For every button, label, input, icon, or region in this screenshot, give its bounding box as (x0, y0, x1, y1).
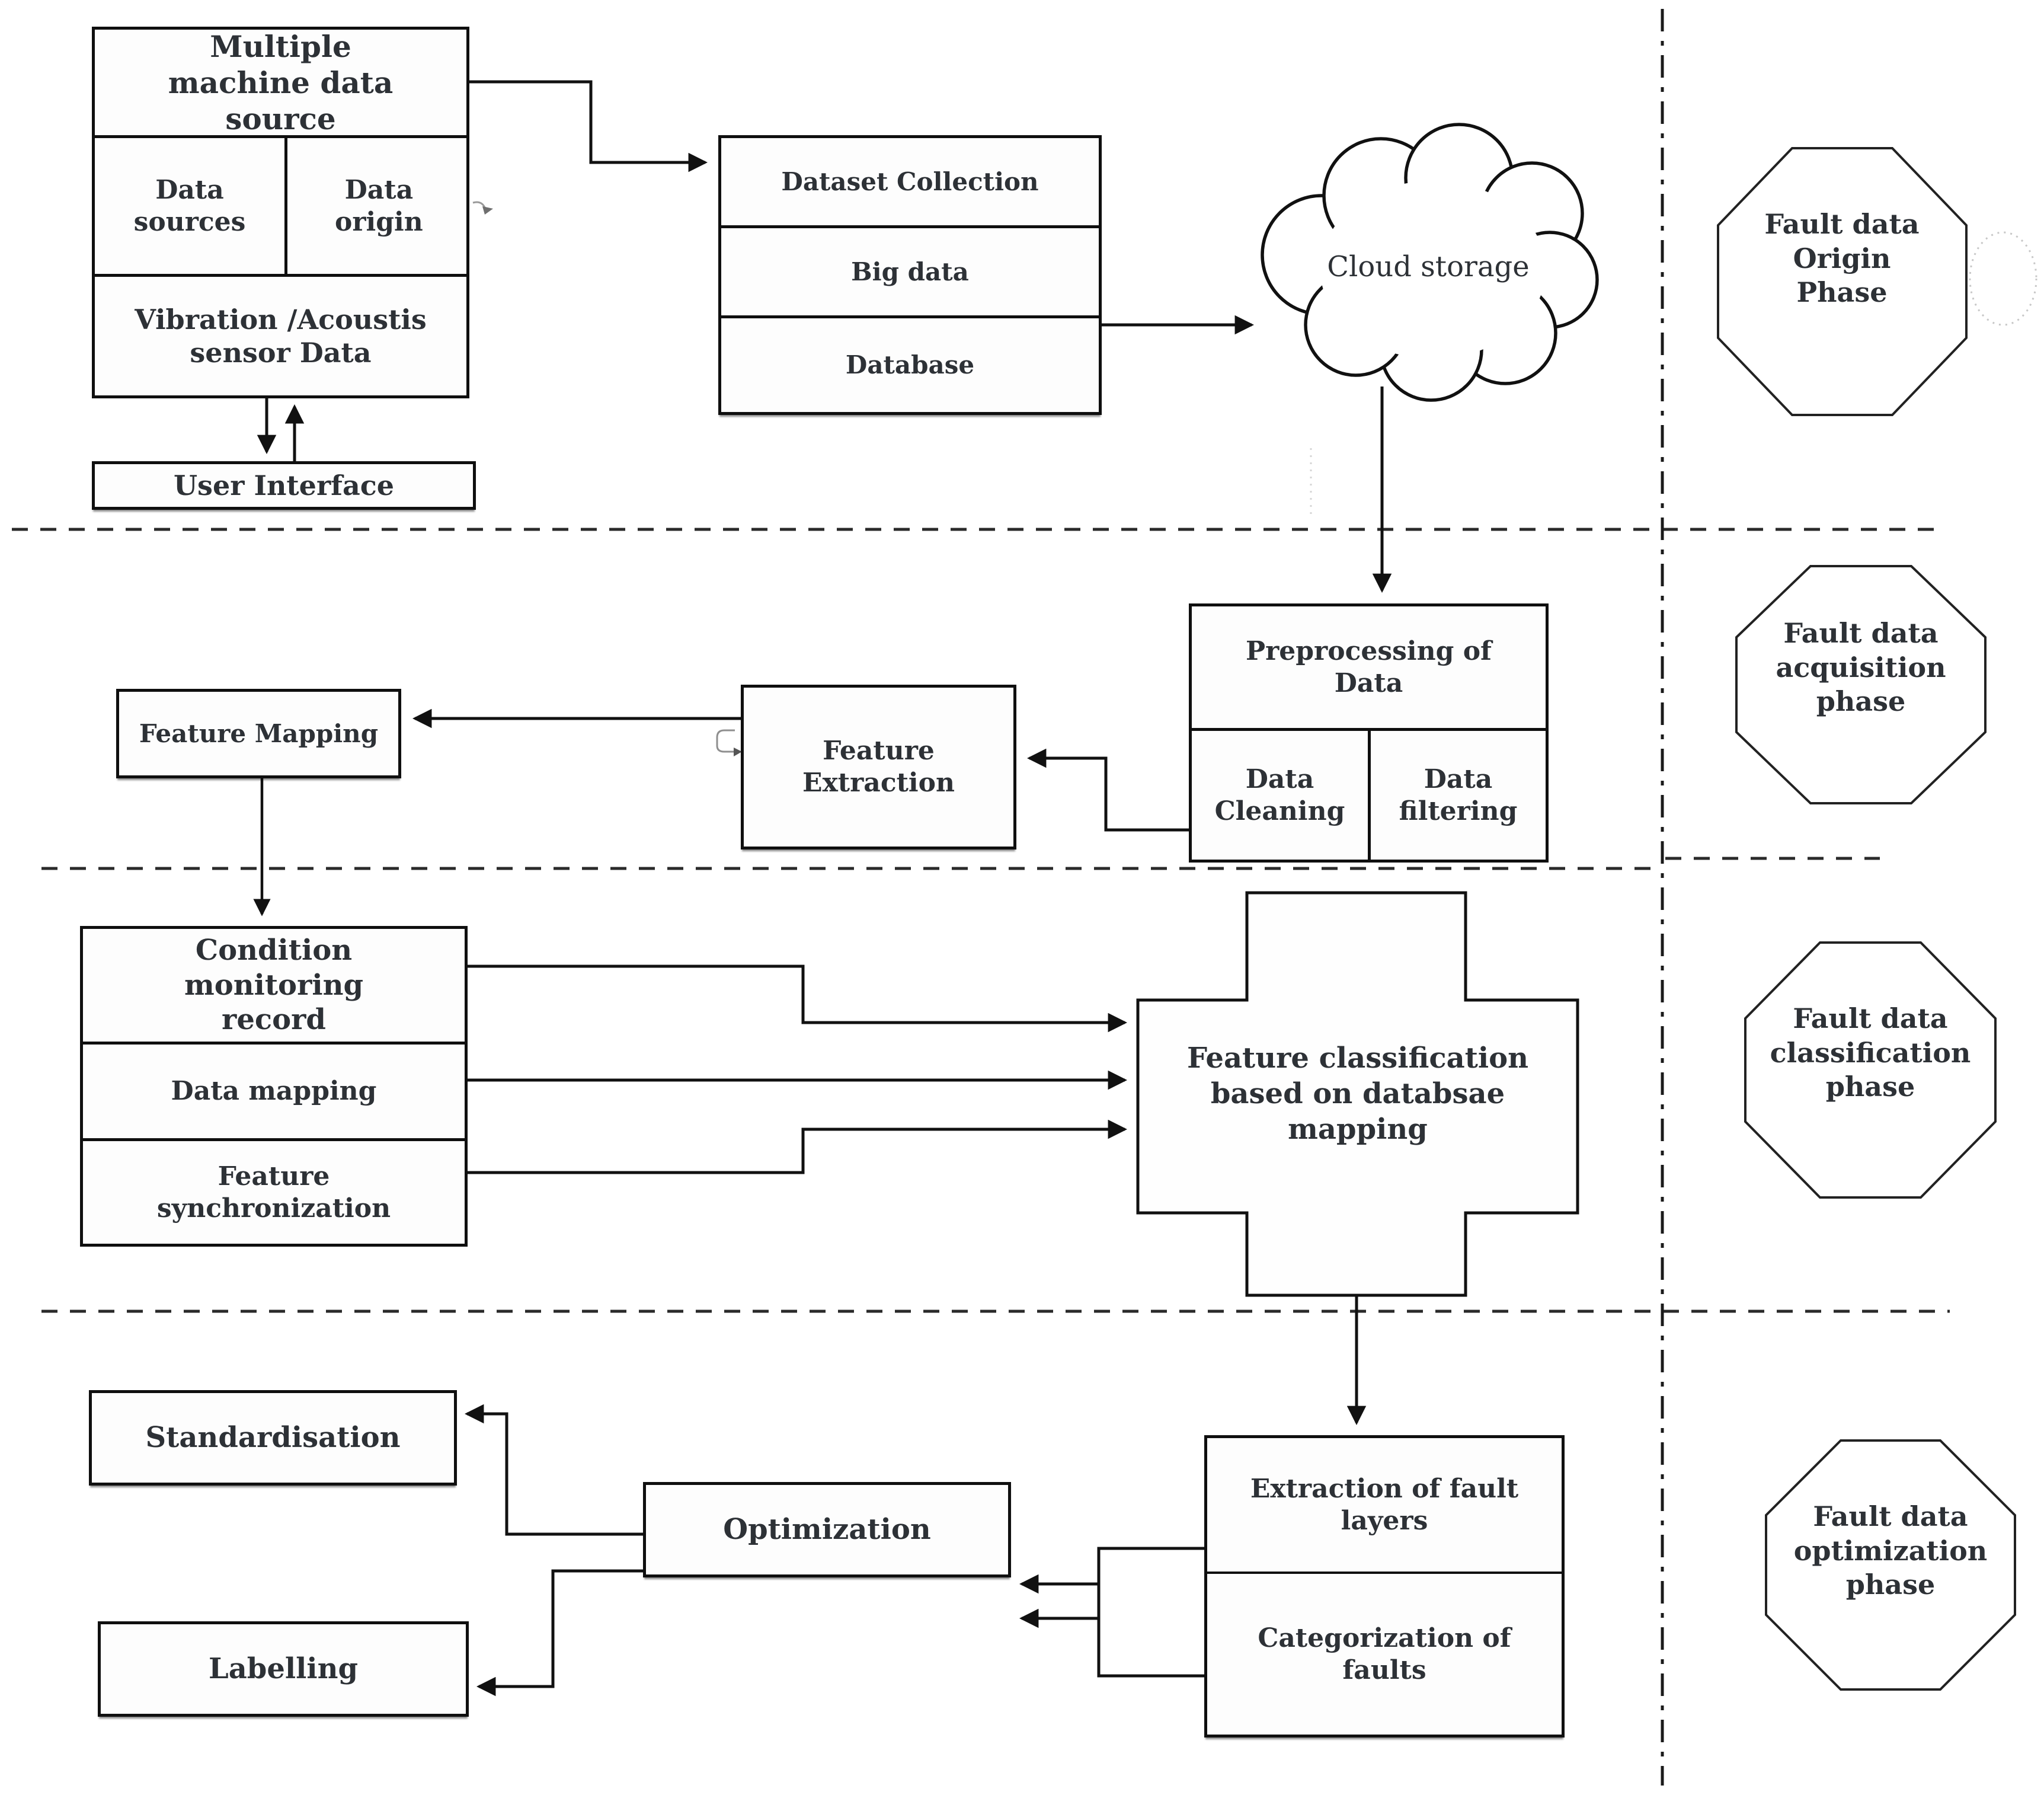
node-dataset-stack: Dataset Collection Big data Database (718, 135, 1102, 415)
octagon-acquisition-phase (1735, 565, 1987, 804)
database-row: Database (845, 350, 975, 380)
labelling-label: Labelling (208, 1652, 359, 1686)
artifact-tick-arrowhead (482, 206, 493, 215)
feature-extraction-label: Feature Extraction (802, 736, 955, 798)
optimization-label: Optimization (723, 1513, 931, 1547)
condition-record-header: Condition monitoring record (83, 929, 465, 1045)
user-interface-label: User Interface (173, 469, 395, 502)
dataset-collection-row: Dataset Collection (721, 138, 1099, 228)
preprocessing-header: Preprocessing of Data (1192, 606, 1546, 731)
data-mapping-row: Data mapping (83, 1045, 465, 1141)
octagon-optimization-phase (1765, 1439, 2016, 1691)
node-multiple-machine-data-source: Multiple machine data source Data source… (92, 27, 469, 398)
arrow-preprocessing-to-feature-extraction (1026, 748, 1189, 832)
bracket-extraction-left (1097, 1547, 1204, 1678)
node-labelling: Labelling (98, 1621, 469, 1717)
octagon-classification-phase (1744, 941, 1997, 1199)
vibration-sensor-cell: Vibration /Acoustis sensor Data (135, 303, 427, 369)
multi-source-header: Multiple machine data source (95, 29, 466, 138)
classification-cross-shape (1136, 891, 1579, 1297)
node-standardisation: Standardisation (89, 1390, 457, 1486)
standardisation-label: Standardisation (145, 1421, 401, 1455)
node-optimization: Optimization (643, 1482, 1011, 1577)
feature-mapping-label: Feature Mapping (139, 718, 379, 748)
node-user-interface: User Interface (92, 461, 476, 510)
data-sources-cell: Data sources (95, 138, 287, 274)
node-preprocessing: Preprocessing of Data Data Cleaning Data… (1189, 603, 1549, 863)
arrow-optimization-to-labelling (476, 1569, 643, 1697)
data-cleaning-cell: Data Cleaning (1192, 731, 1371, 860)
artifact-hook (716, 729, 736, 753)
artifact-hook-arrowhead (734, 748, 742, 756)
data-filtering-cell: Data filtering (1399, 764, 1518, 826)
feature-sync-row: Feature synchronization (156, 1161, 391, 1224)
arrow-source-to-dataset (469, 80, 708, 173)
node-extraction-stack: Extraction of fault layers Categorizatio… (1204, 1435, 1565, 1737)
data-origin-cell: Data origin (335, 174, 423, 237)
node-feature-extraction: Feature Extraction (741, 685, 1016, 849)
node-feature-mapping: Feature Mapping (116, 689, 401, 778)
artifact-dotted-circle (1969, 231, 2037, 326)
node-condition-monitoring-record: Condition monitoring record Data mapping… (80, 926, 468, 1247)
big-data-row: Big data (721, 228, 1099, 318)
categorization-row: Categorization of faults (1258, 1622, 1511, 1685)
arrow-record-to-classification-3 (468, 1119, 1128, 1174)
arrow-optimization-to-standardisation (464, 1404, 643, 1536)
octagon-origin-phase (1717, 147, 1968, 416)
cloud-core (1320, 181, 1546, 359)
extraction-layers-row: Extraction of fault layers (1207, 1438, 1562, 1574)
artifact-tick-mark (472, 201, 486, 208)
arrow-record-to-classification-1 (468, 964, 1128, 1033)
